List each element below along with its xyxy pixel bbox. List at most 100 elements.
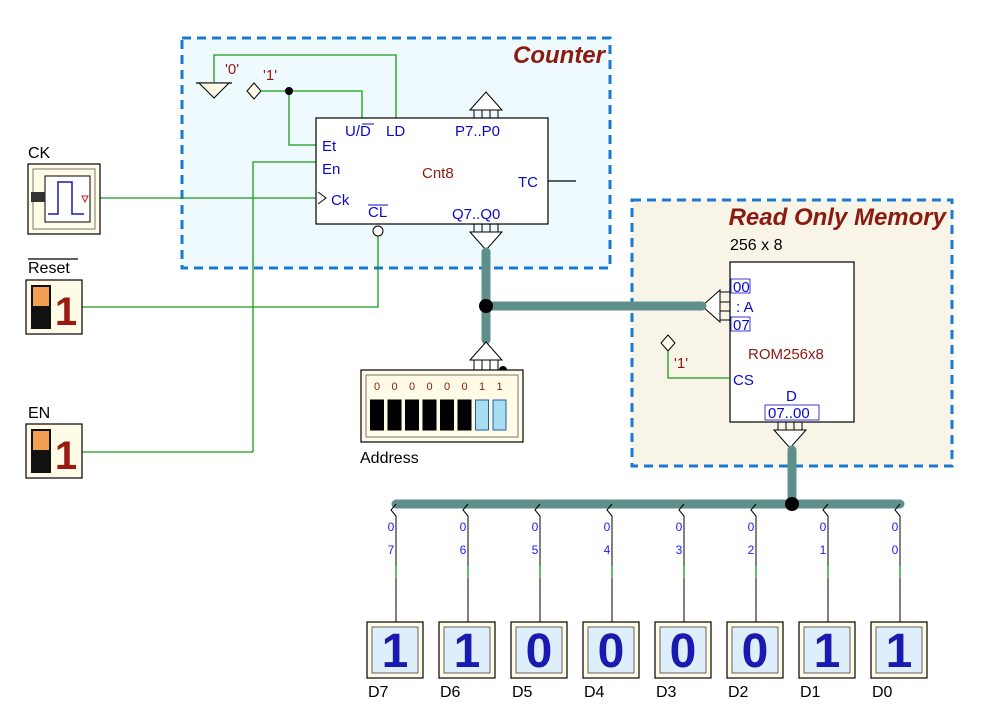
- rom-size: 256 x 8: [730, 237, 783, 254]
- address-label: Address: [360, 450, 419, 467]
- rom-title: Read Only Memory: [729, 204, 948, 231]
- pin-tc: TC: [518, 174, 538, 191]
- bit-index-top: 0: [676, 520, 683, 534]
- counter-chip: [315, 117, 549, 225]
- address-bit-7: 0: [370, 381, 384, 431]
- cl-inverter-bubble: [372, 225, 384, 237]
- address-bit-2: 0: [457, 381, 472, 431]
- output-value: 1: [382, 625, 409, 678]
- address-bit-value: 0: [426, 381, 432, 393]
- bit-index-bottom: 7: [388, 543, 395, 557]
- wire-reset: [82, 236, 379, 308]
- output-d7: 0 7 1D7: [366, 503, 424, 701]
- bit-index-top: 0: [532, 520, 539, 534]
- pin-et: Et: [322, 138, 337, 155]
- bit-index-top: 0: [892, 520, 899, 534]
- led-off: [440, 399, 454, 431]
- rom-const-1-label: '1': [674, 355, 688, 372]
- ck-label: CK: [28, 145, 51, 162]
- output-value: 0: [670, 625, 697, 678]
- output-label: D3: [656, 684, 677, 701]
- reset-switch[interactable]: 1: [25, 279, 83, 335]
- output-label: D1: [800, 684, 821, 701]
- bus-connector-p: [468, 91, 504, 118]
- address-bit-value: 0: [391, 381, 397, 393]
- reset-value: 1: [55, 290, 77, 334]
- bit-index-top: 0: [388, 520, 395, 534]
- wire-ud: [261, 90, 363, 118]
- led-off: [405, 399, 419, 431]
- output-value: 0: [742, 625, 769, 678]
- wire-et: [288, 91, 318, 146]
- rom-name: ROM256x8: [748, 346, 824, 363]
- output-label: D5: [512, 684, 533, 701]
- address-bit-3: 0: [440, 381, 454, 431]
- output-value: 1: [454, 625, 481, 678]
- output-label: D4: [584, 684, 605, 701]
- address-bus-connector: [468, 341, 504, 370]
- pin-ld: LD: [386, 123, 405, 140]
- counter-name: Cnt8: [422, 165, 454, 182]
- en-value: 1: [55, 434, 77, 478]
- const-0-label: '0': [225, 61, 239, 78]
- address-bit-value: 0: [409, 381, 415, 393]
- pin-ud: U/D: [345, 123, 371, 140]
- output-d4: 0 4 0D4: [582, 503, 640, 701]
- led-off: [370, 399, 384, 431]
- pin-en: En: [322, 161, 340, 178]
- bus-connector-q: [468, 224, 504, 251]
- rom-addr-sep: : A: [736, 299, 754, 316]
- rom-addr-hi: 00: [733, 279, 750, 296]
- address-bit-value: 0: [374, 381, 380, 393]
- address-bit-value: 0: [461, 381, 467, 393]
- address-bit-value: 1: [496, 381, 502, 393]
- output-value: 1: [814, 625, 841, 678]
- rom-d: D: [786, 388, 797, 405]
- bit-index-top: 0: [604, 520, 611, 534]
- led-off: [387, 399, 402, 431]
- clock-generator[interactable]: [27, 163, 101, 235]
- rom-bus-connector-d: [772, 422, 808, 449]
- led-on: [475, 399, 489, 431]
- bit-index-bottom: 4: [604, 543, 611, 557]
- bus-junction: [479, 299, 493, 313]
- rom-d-range: 07..00: [768, 405, 810, 422]
- rom-addr-lo: 07: [733, 317, 750, 334]
- address-bit-value: 0: [444, 381, 450, 393]
- counter-title: Counter: [513, 42, 607, 69]
- const-1-diamond: [246, 82, 262, 100]
- pin-ck: Ck: [331, 192, 350, 209]
- wire-en: [252, 161, 318, 452]
- wire-ld: [213, 54, 397, 118]
- reset-label: Reset: [28, 260, 70, 277]
- address-bit-6: 0: [387, 381, 402, 431]
- output-value: 1: [886, 625, 913, 678]
- en-label: EN: [28, 405, 50, 422]
- output-label: D2: [728, 684, 749, 701]
- rom-bus-connector-a: [701, 288, 730, 324]
- address-bit-value: 1: [479, 381, 485, 393]
- pin-cl: CL: [368, 204, 387, 221]
- en-switch[interactable]: 1: [25, 423, 83, 479]
- led-off: [422, 399, 437, 431]
- bit-index-bottom: 6: [460, 543, 467, 557]
- bit-index-bottom: 0: [892, 543, 899, 557]
- output-label: D7: [368, 684, 389, 701]
- pin-q: Q7..Q0: [452, 206, 500, 223]
- bit-index-top: 0: [748, 520, 755, 534]
- address-bit-4: 0: [422, 381, 437, 431]
- rom-chip: [729, 261, 855, 423]
- led-on: [492, 399, 507, 431]
- bit-index-top: 0: [460, 520, 467, 534]
- output-label: D0: [872, 684, 893, 701]
- const-1-label: '1': [263, 67, 277, 84]
- wire-cs: [667, 351, 730, 379]
- output-value: 0: [598, 625, 625, 678]
- address-bit-1: 1: [475, 381, 489, 431]
